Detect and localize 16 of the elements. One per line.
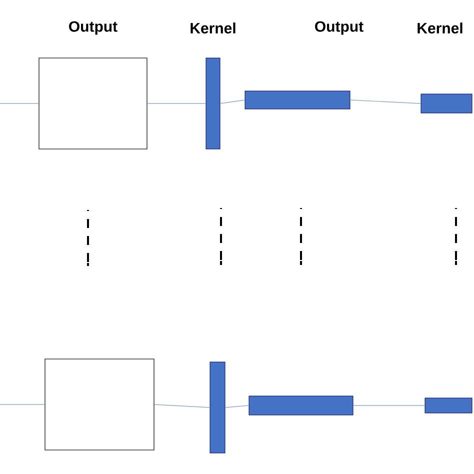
heading: Output (315, 21, 364, 35)
connector-line (350, 100, 422, 104)
heading: Kernel (418, 22, 462, 34)
heading: Kernel (190, 22, 236, 34)
connector-line (352, 405, 426, 406)
square-block (44, 358, 154, 450)
connector-line (220, 100, 246, 104)
bar-block (424, 398, 472, 414)
bar-block (210, 362, 226, 454)
connector-line (0, 404, 45, 405)
connector-line (224, 405, 250, 408)
connector-line (0, 103, 39, 104)
connector-line (154, 404, 210, 408)
connector-line (147, 103, 206, 104)
heading: Output (69, 21, 118, 35)
bar-block (248, 396, 354, 416)
